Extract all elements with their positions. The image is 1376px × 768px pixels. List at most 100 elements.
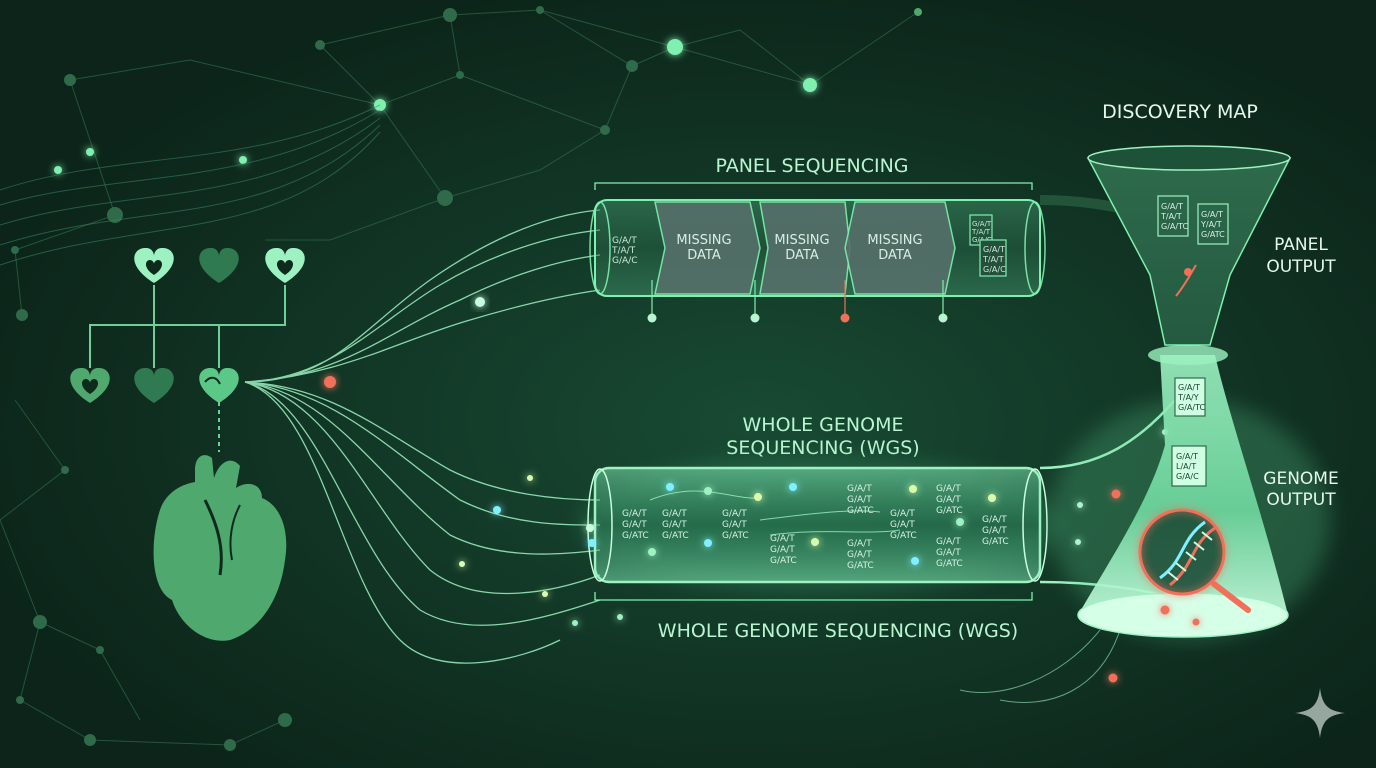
panel-segments [654,201,956,295]
funnel-mutation-dots [1108,489,1200,683]
svg-text:G/A/T: G/A/T [662,509,687,519]
svg-text:T/A/Y: T/A/Y [1177,393,1199,402]
family-tree [70,247,305,452]
svg-text:T/A/T: T/A/T [611,246,636,256]
svg-text:G/A/T: G/A/T [612,236,637,246]
svg-text:G/A/C: G/A/C [983,265,1006,274]
missing-data-label: MISSING [676,233,731,248]
network-background [0,9,919,746]
missing-variant-dot [840,313,850,323]
svg-text:G/A/T: G/A/T [936,495,961,505]
svg-text:G/A/T: G/A/T [722,509,747,519]
panel-pin-dots [647,313,948,323]
wgs-tube [580,399,1181,600]
pedigree-lines [89,285,286,452]
heart-icon [134,367,174,403]
anatomical-heart [153,455,287,641]
mutation-dot [324,376,336,388]
svg-text:G/ATC: G/ATC [936,559,963,569]
svg-text:G/A/C: G/A/C [612,256,637,266]
svg-text:G/A/T: G/A/T [936,548,961,558]
panel-output-label-line1: PANEL [1274,235,1328,255]
panel-sequencing-label: PANEL SEQUENCING [715,155,908,177]
svg-text:G/A/T: G/A/T [770,534,795,544]
fiber-bundle [244,209,601,664]
wgs-reads: G/A/TG/A/TG/ATC G/A/TG/A/TG/ATC G/A/TG/A… [622,484,1009,571]
svg-text:G/A/T: G/A/T [972,220,992,228]
document-icon: G/A/T T/A/T G/A/C [979,239,1007,277]
document-icon: G/A/T T/A/T G/A/TC [1157,195,1189,237]
svg-text:G/ATC: G/ATC [622,531,649,541]
funnel-outflow [959,629,1121,703]
svg-text:G/A/T: G/A/T [847,550,872,560]
svg-text:G/ATC: G/ATC [847,561,874,571]
missing-data-label: DATA [687,248,721,263]
svg-text:G/A/T: G/A/T [770,545,795,555]
svg-text:G/A/T: G/A/T [983,245,1005,254]
signal-dot [475,297,485,307]
document-icon: G/A/T T/A/Y G/A/TC [1174,377,1206,417]
svg-text:G/ATC: G/ATC [847,506,874,516]
genome-output-label-line1: GENOME [1263,469,1338,489]
panel-variant-marker [1175,264,1197,297]
svg-text:G/A/T: G/A/T [982,515,1007,525]
svg-text:Y/A/T: Y/A/T [1200,220,1222,229]
wgs-top-label-line2: SEQUENCING (WGS) [726,437,919,459]
document-icon: G/A/T L/A/T G/A/C [1171,445,1207,487]
svg-text:G/A/T: G/A/T [1161,202,1183,211]
svg-text:G/A/T: G/A/T [982,526,1007,536]
svg-text:G/A/T: G/A/T [890,520,915,530]
discovery-map-label: DISCOVERY MAP [1102,101,1258,123]
panel-bracket [594,182,1033,190]
svg-text:G/A/T: G/A/T [847,484,872,494]
svg-text:G/A/T: G/A/T [847,539,872,549]
svg-text:G/A/T: G/A/T [722,520,747,530]
svg-text:G/ATC: G/ATC [982,537,1009,547]
svg-text:G/A/TC: G/A/TC [1161,222,1188,231]
svg-text:G/A/T: G/A/T [662,520,687,530]
panel-tube [589,195,1152,297]
svg-text:G/A/T: G/A/T [936,537,961,547]
svg-text:G/A/T: G/A/T [622,509,647,519]
svg-text:G/ATC: G/ATC [936,506,963,516]
svg-text:G/A/T: G/A/T [1178,383,1200,392]
svg-text:G/A/T: G/A/T [1176,452,1198,461]
genome-output-label-line2: OUTPUT [1266,490,1336,510]
missing-data-label: DATA [878,248,912,263]
svg-text:G/ATC: G/ATC [722,531,749,541]
svg-text:T/A/T: T/A/T [1160,212,1182,221]
heart-icon [265,247,305,283]
wgs-bottom-label: WHOLE GENOME SEQUENCING (WGS) [658,620,1018,642]
svg-text:G/A/T: G/A/T [847,495,872,505]
wgs-top-label-line1: WHOLE GENOME [743,414,904,436]
missing-data-label: MISSING [774,233,829,248]
heart-icon [134,247,174,283]
heart-icon [199,367,239,403]
dna-icon [1159,520,1216,587]
wgs-bracket [594,592,1033,601]
network-nodes [11,6,922,751]
svg-text:G/A/C: G/A/C [1176,472,1199,481]
svg-text:T/A/T: T/A/T [971,228,991,236]
svg-text:G/ATC: G/ATC [1201,230,1225,239]
svg-text:G/A/T: G/A/T [622,520,647,530]
heart-icon [199,247,239,283]
svg-text:G/ATC: G/ATC [890,531,917,541]
svg-text:L/A/T: L/A/T [1176,462,1196,471]
missing-data-label: DATA [785,248,819,263]
sparkle-icon [1295,688,1345,738]
panel-pins [651,280,944,318]
svg-text:G/A/TC: G/A/TC [1178,403,1205,412]
svg-text:G/ATC: G/ATC [770,556,797,566]
missing-data-blocks: MISSING DATA MISSING DATA MISSING DATA [676,233,922,263]
svg-text:G/A/T: G/A/T [890,509,915,519]
svg-text:G/A/T: G/A/T [936,484,961,494]
svg-text:G/A/T: G/A/T [1201,210,1223,219]
panel-reads: G/A/T T/A/T G/A/C [611,236,637,266]
missing-data-label: MISSING [867,233,922,248]
svg-text:G/ATC: G/ATC [662,531,689,541]
svg-text:T/A/T: T/A/T [982,255,1004,264]
wgs-particles [459,429,1168,626]
panel-output-label-line2: OUTPUT [1266,257,1336,277]
